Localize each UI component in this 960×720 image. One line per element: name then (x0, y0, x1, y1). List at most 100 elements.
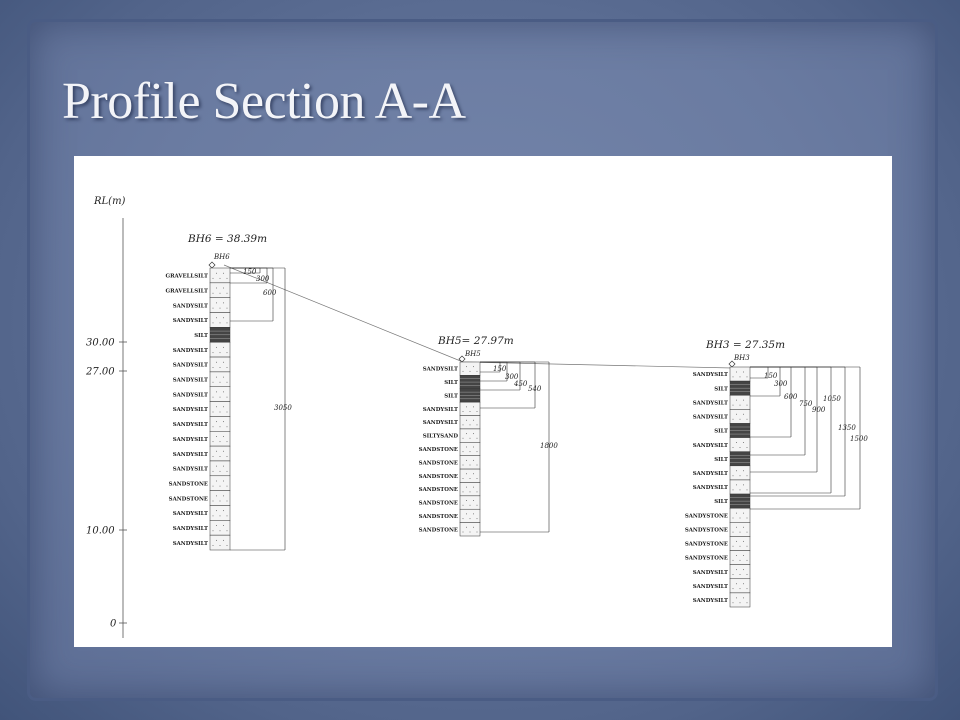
soil-texture-dot (476, 477, 478, 479)
soil-texture-dot (739, 574, 741, 576)
soil-layer (209, 356, 231, 373)
layer-label: SANDYSILT (173, 437, 208, 443)
soil-texture-dot (216, 480, 217, 482)
axis-label: RL(m) (93, 196, 126, 207)
soil-texture-dot (223, 376, 224, 378)
soil-texture-dot (473, 406, 474, 408)
layer-label: SANDYSILT (173, 318, 208, 324)
soil-texture-dot (223, 317, 224, 319)
soil-texture-dot (216, 317, 217, 319)
soil-texture-dot (739, 475, 741, 477)
soil-texture-dot (476, 437, 478, 439)
layer-label: SILT (714, 386, 728, 392)
soil-layer (209, 416, 231, 432)
soil-layer (459, 442, 481, 456)
soil-texture-dot (219, 307, 221, 309)
soil-texture-dot (469, 451, 471, 453)
soil-layer (459, 495, 481, 510)
layer-label: SANDYSTONE (685, 542, 728, 548)
soil-texture-dot (216, 272, 217, 274)
soil-texture-dot (462, 531, 464, 533)
soil-texture-dot (216, 361, 217, 363)
soil-texture-dot (216, 465, 217, 467)
depth-label: 3050 (274, 404, 292, 412)
soil-texture-dot (216, 539, 217, 541)
soil-texture-dot (746, 588, 748, 590)
soil-texture-dot (212, 322, 214, 324)
soil-texture-dot (216, 435, 217, 437)
soil-texture-dot (226, 277, 228, 279)
soil-texture-dot (732, 376, 734, 378)
soil-texture-dot (469, 491, 471, 493)
soil-layer (729, 550, 751, 565)
soil-texture-dot (732, 418, 734, 420)
soil-texture-dot (473, 513, 474, 515)
soil-texture-dot (219, 500, 221, 502)
soil-texture-dot (746, 517, 748, 519)
soil-texture-dot (732, 404, 734, 406)
soil-texture-dot (223, 391, 224, 393)
soil-texture-dot (462, 451, 464, 453)
borehole-top-marker (208, 261, 216, 269)
borehole-bh6: BH6 = 38.39mBH6GRAVELLSILTGRAVELLSILTSAN… (165, 233, 292, 551)
soil-layer (209, 490, 231, 506)
soil-texture-dot (736, 597, 737, 599)
soil-layer (209, 520, 231, 536)
soil-layer (209, 371, 231, 387)
layer-label: SANDSTONE (169, 481, 208, 487)
soil-texture-dot (226, 545, 228, 547)
depth-label: 300 (256, 275, 270, 283)
soil-texture-dot (212, 530, 214, 532)
soil-texture-dot (473, 526, 474, 528)
soil-texture-dot (473, 366, 474, 368)
soil-texture-dot (743, 484, 744, 486)
soil-texture-dot (466, 446, 467, 448)
soil-texture-dot (219, 515, 221, 517)
soil-texture-dot (743, 554, 744, 556)
soil-texture-dot (743, 470, 744, 472)
soil-layer (459, 401, 481, 416)
soil-layer (209, 267, 231, 284)
soil-texture-dot (226, 515, 228, 517)
soil-texture-dot (746, 531, 748, 533)
layer-label: SANDYSILT (693, 584, 728, 590)
soil-layer (729, 437, 751, 452)
soil-layer (209, 297, 231, 313)
soil-texture-dot (473, 473, 474, 475)
layer-label: SANDSTONE (419, 447, 458, 453)
soil-layer (209, 386, 231, 402)
soil-texture-dot (219, 292, 221, 294)
soil-layer (459, 522, 481, 537)
soil-texture-dot (226, 411, 228, 413)
layer-label: SANDYSILT (173, 526, 208, 532)
slide-title: Profile Section A-A (62, 73, 466, 130)
soil-texture-dot (739, 489, 741, 491)
soil-texture-dot (226, 396, 228, 398)
soil-texture-dot (732, 531, 734, 533)
soil-texture-dot (226, 470, 228, 472)
soil-texture-dot (216, 302, 217, 304)
soil-texture-dot (476, 424, 478, 426)
soil-texture-dot (732, 559, 734, 561)
soil-texture-dot (212, 381, 214, 383)
soil-texture-dot (476, 464, 478, 466)
soil-texture-dot (219, 396, 221, 398)
layer-label: SANDYSTONE (685, 527, 728, 533)
soil-texture-dot (746, 418, 748, 420)
soil-texture-dot (462, 437, 464, 439)
soil-texture-dot (462, 424, 464, 426)
layer-label: SILT (194, 333, 208, 339)
layer-label: SILTYSAND (423, 434, 459, 440)
layer-label: SANDYSILT (693, 443, 728, 449)
soil-layer (459, 468, 481, 483)
soil-texture-dot (223, 450, 224, 452)
layer-label: SANDYSILT (173, 348, 208, 354)
layer-label: GRAVELLSILT (165, 288, 208, 294)
soil-texture-dot (743, 371, 744, 373)
soil-texture-dot (226, 366, 228, 368)
soil-texture-dot (462, 370, 464, 372)
layer-label: SANDYSTONE (685, 556, 728, 562)
layer-label: SANDYSILT (173, 467, 208, 473)
soil-layer (729, 366, 751, 382)
